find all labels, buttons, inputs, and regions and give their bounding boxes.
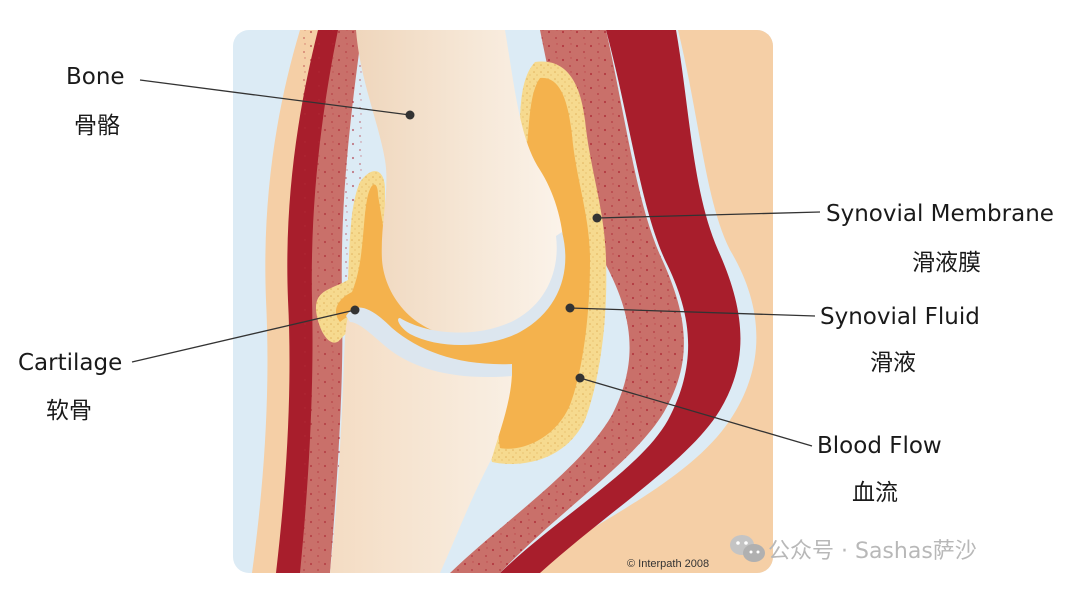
watermark-text: 公众号 · Sashas萨沙 — [768, 539, 977, 564]
cartilage-leader — [131, 309, 356, 363]
upper-cartilage — [398, 232, 566, 346]
synovial-fluid-label-zh: 滑液 — [870, 350, 916, 376]
wechat-icon — [730, 535, 765, 562]
lower-cartilage — [346, 307, 512, 377]
cartilage-dot — [350, 305, 360, 315]
blood-dot — [575, 373, 585, 383]
fluid-dot — [565, 303, 575, 313]
synovial-membrane-label: Synovial Membrane — [826, 201, 1054, 227]
blood-leader — [579, 377, 813, 447]
bone-leader — [139, 79, 411, 116]
fluid-leader — [569, 307, 816, 317]
leader-lines — [131, 79, 821, 447]
bone-label-zh: 骨骼 — [74, 113, 120, 139]
cartilage-label-zh: 软骨 — [46, 398, 92, 424]
leader-dots — [350, 110, 602, 383]
blood-flow-label: Blood Flow — [817, 433, 942, 459]
cartilage-label: Cartilage — [18, 350, 122, 376]
bone-dot — [405, 110, 415, 120]
blood-flow-label-zh: 血流 — [852, 480, 898, 506]
synovial-fluid-label: Synovial Fluid — [820, 304, 980, 330]
copyright-text: © Interpath 2008 — [627, 558, 709, 570]
membrane-dot — [592, 213, 602, 223]
bone-label: Bone — [66, 64, 125, 90]
upper-bone — [356, 30, 564, 337]
synovial-membrane-label-zh: 滑液膜 — [912, 250, 981, 276]
right-skin-layer — [520, 30, 773, 573]
membrane-leader — [596, 211, 821, 219]
right-muscle-layer — [500, 30, 741, 573]
